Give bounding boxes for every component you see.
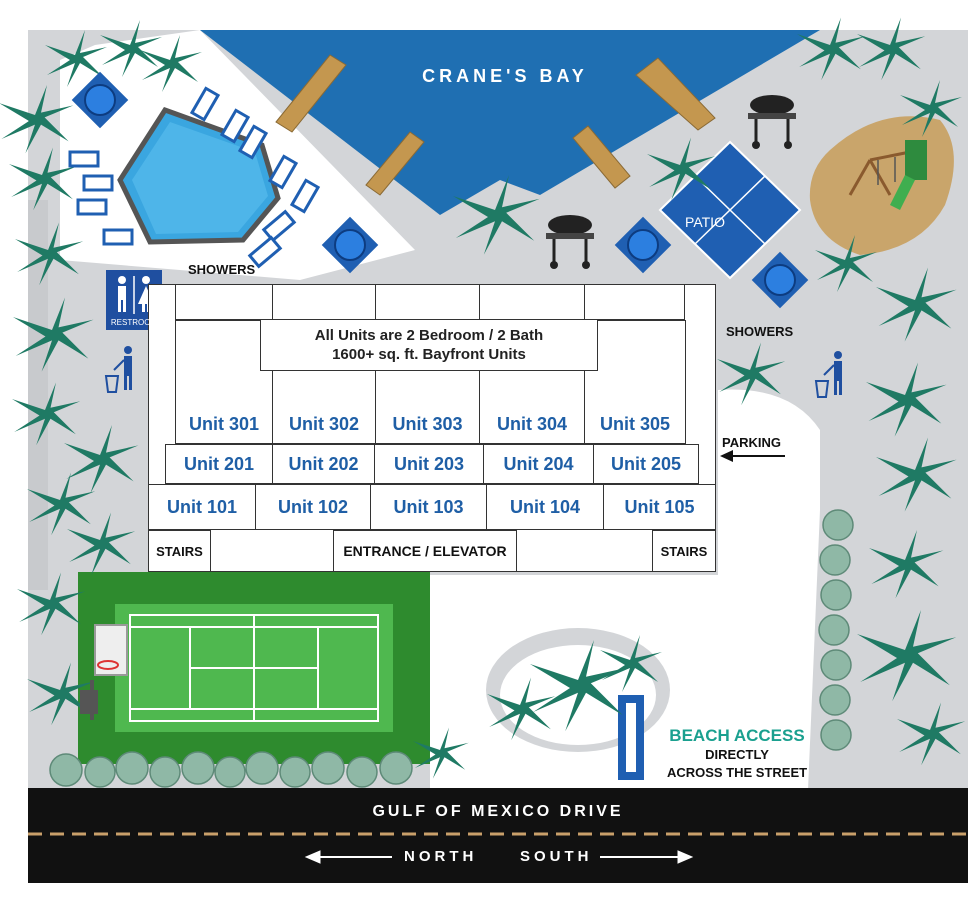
slide-icon [890,140,927,210]
unit-102[interactable]: Unit 102 [255,484,371,530]
units-info-box: All Units are 2 Bedroom / 2 Bath 1600+ s… [260,319,598,371]
stairs-right: STAIRS [652,530,716,572]
restroom-label: RESTROOM [110,318,158,327]
beach-access-line3: ACROSS THE STREET [666,765,808,780]
grill-icons [546,95,796,269]
unit-104[interactable]: Unit 104 [486,484,604,530]
hedge-shrubs [49,509,854,788]
unit-304[interactable]: Unit 304 [479,370,585,444]
unit-303[interactable]: Unit 303 [375,370,480,444]
unit-204[interactable]: Unit 204 [483,444,594,484]
unit-101[interactable]: Unit 101 [148,484,256,530]
lounge-chairs [68,86,321,269]
unit-201[interactable]: Unit 201 [165,444,273,484]
basketball-hoop-icon [80,624,128,720]
direction-arrows [304,850,694,864]
trash-icons [104,346,842,398]
docks [275,54,716,196]
unit-105[interactable]: Unit 105 [603,484,716,530]
patio-label: PATIO [685,214,725,230]
building-top-wing [175,284,685,320]
palm-trees [0,17,966,779]
stairs-left: STAIRS [148,530,211,572]
direction-south: SOUTH [520,848,593,865]
direction-north: NORTH [404,848,478,865]
bay-label: CRANE'S BAY [422,66,588,86]
unit-305[interactable]: Unit 305 [584,320,686,444]
showers-left-label: SHOWERS [188,262,256,277]
court-lines [129,614,379,722]
beach-access-line2: DIRECTLY [705,747,769,762]
showers-right-label: SHOWERS [726,324,794,339]
parking-label: PARKING [722,435,781,450]
beach-access-title: BEACH ACCESS [669,726,805,745]
units-info-line2: 1600+ sq. ft. Bayfront Units [332,346,526,363]
unit-103[interactable]: Unit 103 [370,484,487,530]
unit-205[interactable]: Unit 205 [593,444,699,484]
unit-202[interactable]: Unit 202 [272,444,375,484]
units-info-line1: All Units are 2 Bedroom / 2 Bath [314,327,544,344]
road-name: GULF OF MEXICO DRIVE [372,803,624,820]
unit-302[interactable]: Unit 302 [272,370,376,444]
restroom-sign-icon [106,270,162,330]
entrance-elevator[interactable]: ENTRANCE / ELEVATOR [333,530,517,572]
unit-301[interactable]: Unit 301 [175,320,273,444]
unit-203[interactable]: Unit 203 [374,444,484,484]
